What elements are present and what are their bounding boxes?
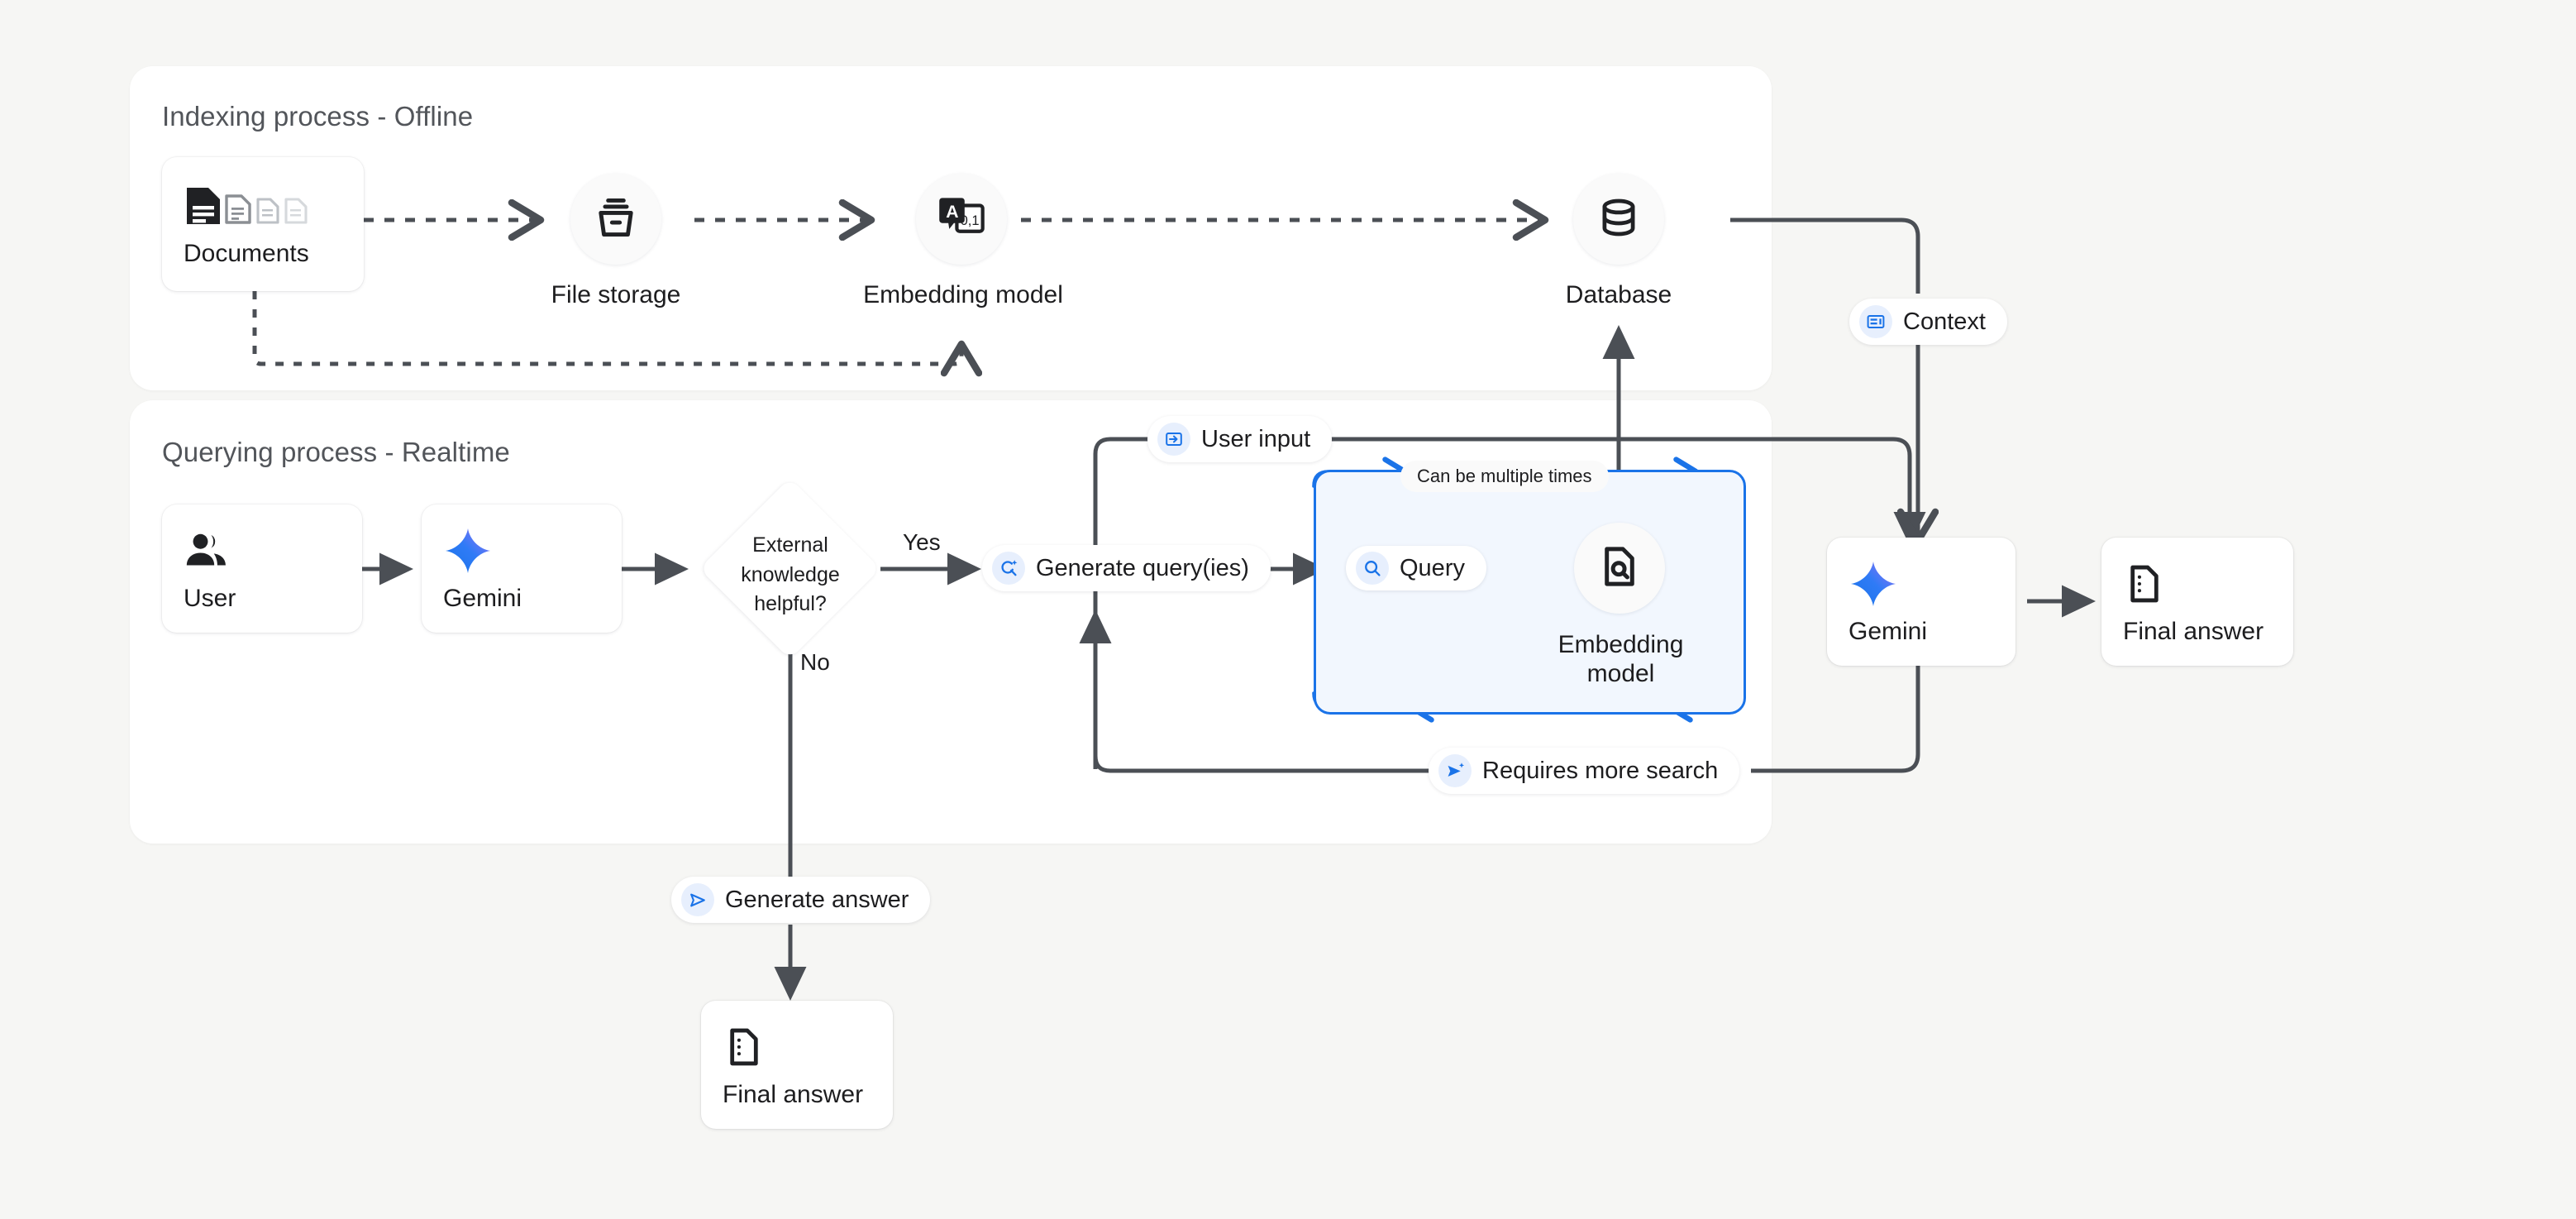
node-decision-label: External knowledge helpful? [715,531,866,619]
edge-label-no: No [800,649,830,675]
document-search-icon [1597,544,1642,593]
svg-text:0,1: 0,1 [961,213,980,227]
answer-doc-icon [2123,558,2293,610]
node-label-database: Database [1565,281,1672,308]
chip-label: Generate answer [725,886,909,913]
node-label: Final answer [723,1080,864,1108]
translate-embedding-icon: 0,1 A [937,194,985,246]
node-label: User [184,584,236,612]
chip-label: Query [1400,554,1465,581]
chip-query[interactable]: Query [1346,546,1486,590]
chip-label: Context [1903,308,1986,335]
documents-icon [184,180,364,232]
node-file-storage[interactable] [570,174,661,265]
decision-line-3: helpful? [754,592,827,615]
chip-user-input[interactable]: User input [1147,416,1333,462]
node-gemini-1[interactable]: Gemini [422,504,622,633]
login-arrow-icon [1157,423,1190,456]
node-label-embedding-model-2: Embedding model [1558,631,1684,688]
decision-line-1: External [752,533,828,557]
node-embedding-model-2[interactable] [1574,523,1665,614]
file-storage-icon [593,194,639,245]
search-icon [1356,552,1389,585]
edge-user-input-down-to-gemini [1892,437,1926,547]
chip-label: Generate query(ies) [1036,554,1249,581]
node-gemini-2[interactable]: Gemini [1827,538,2015,666]
node-user[interactable]: User [162,504,362,633]
svg-text:A: A [946,203,958,222]
panel-indexing-title: Indexing process - Offline [162,101,474,131]
loop-note-label: Can be multiple times [1400,461,1609,492]
answer-doc-icon [723,1021,893,1073]
node-documents[interactable]: Documents [162,157,364,291]
retrieval-loop-container [1314,470,1746,715]
chip-generate-answer[interactable]: Generate answer [671,877,931,923]
search-sparkle-icon [992,552,1025,585]
chip-context[interactable]: Context [1849,299,2007,345]
node-final-answer-bottom[interactable]: Final answer [701,1001,893,1129]
edge-label-yes: Yes [903,529,941,555]
node-label: Documents [184,240,309,267]
user-group-icon [184,525,362,576]
node-final-answer-right[interactable]: Final answer [2101,538,2293,666]
node-label: Gemini [443,584,522,612]
node-label-embedding-model: Embedding model [863,281,1063,308]
chip-label: Requires more search [1482,757,1719,784]
decision-line-2: knowledge [741,562,840,586]
chip-requires-more-search[interactable]: Requires more search [1429,748,1740,794]
database-icon [1596,195,1641,244]
node-label-file-storage: File storage [551,281,681,308]
panel-querying-title: Querying process - Realtime [162,437,510,467]
gemini-sparkle-icon [443,525,622,576]
node-embedding-model[interactable]: 0,1 A [916,174,1007,265]
send-outline-icon [681,883,714,916]
node-database[interactable] [1573,174,1664,265]
gemini-sparkle-icon [1849,558,2015,610]
node-label: Final answer [2123,617,2264,645]
chip-generate-queries[interactable]: Generate query(ies) [982,545,1271,591]
node-label: Gemini [1849,617,1928,645]
edge-gemini2-requires-more-search [1751,662,1920,773]
context-panel-icon [1859,305,1892,338]
send-sparkle-icon [1438,754,1472,787]
chip-label: User input [1201,425,1311,452]
